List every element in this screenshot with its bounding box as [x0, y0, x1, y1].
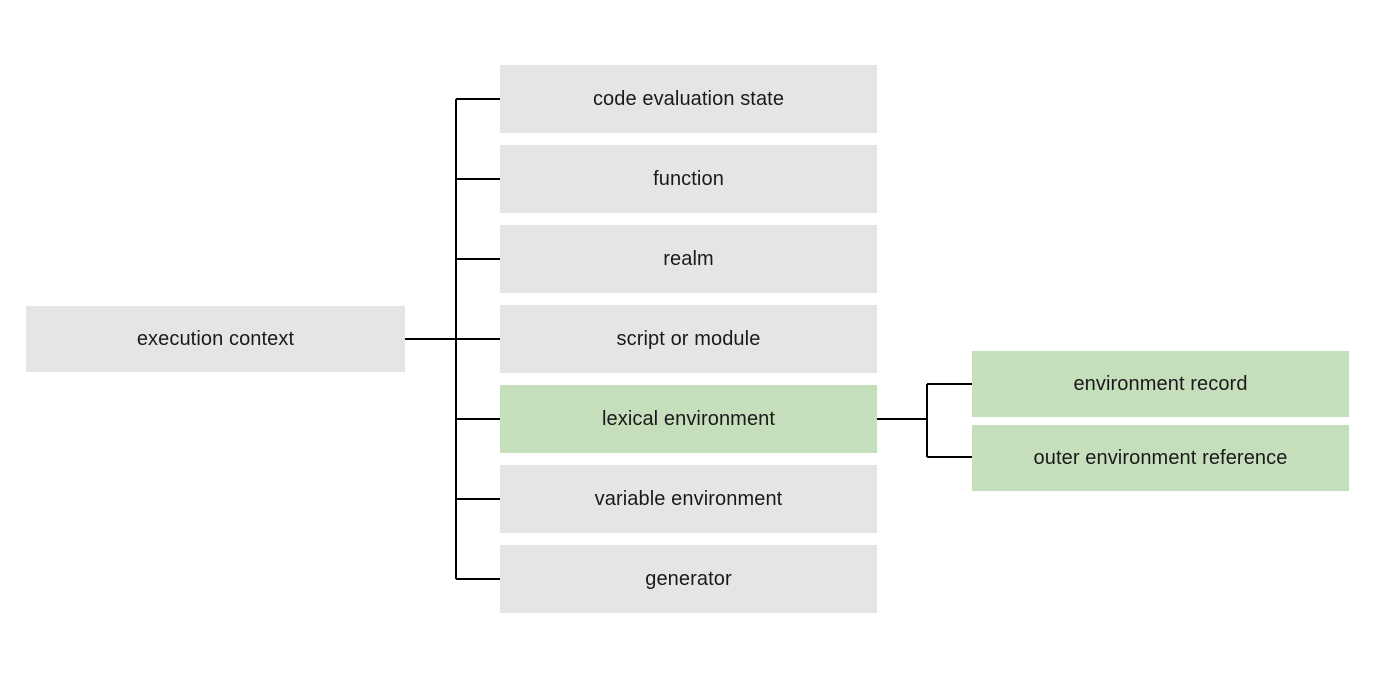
node-execution-context[interactable]: execution context [26, 306, 405, 372]
node-script-or-module[interactable]: script or module [500, 305, 877, 373]
node-label: execution context [136, 328, 295, 350]
node-environment-record[interactable]: environment record [972, 351, 1349, 417]
node-label: generator [645, 568, 732, 590]
node-label: environment record [1073, 373, 1248, 395]
node-lexical-environment[interactable]: lexical environment [500, 385, 877, 453]
node-generator[interactable]: generator [500, 545, 877, 613]
node-label: outer environment reference [1033, 447, 1288, 469]
node-label: function [653, 168, 724, 190]
node-outer-environment-reference[interactable]: outer environment reference [972, 425, 1349, 491]
node-label: realm [663, 248, 714, 270]
node-code-evaluation-state[interactable]: code evaluation state [500, 65, 877, 133]
node-function[interactable]: function [500, 145, 877, 213]
node-label: lexical environment [601, 408, 776, 430]
node-label: code evaluation state [592, 88, 785, 110]
node-label: variable environment [594, 488, 783, 510]
node-realm[interactable]: realm [500, 225, 877, 293]
node-label: script or module [616, 328, 761, 350]
node-variable-environment[interactable]: variable environment [500, 465, 877, 533]
